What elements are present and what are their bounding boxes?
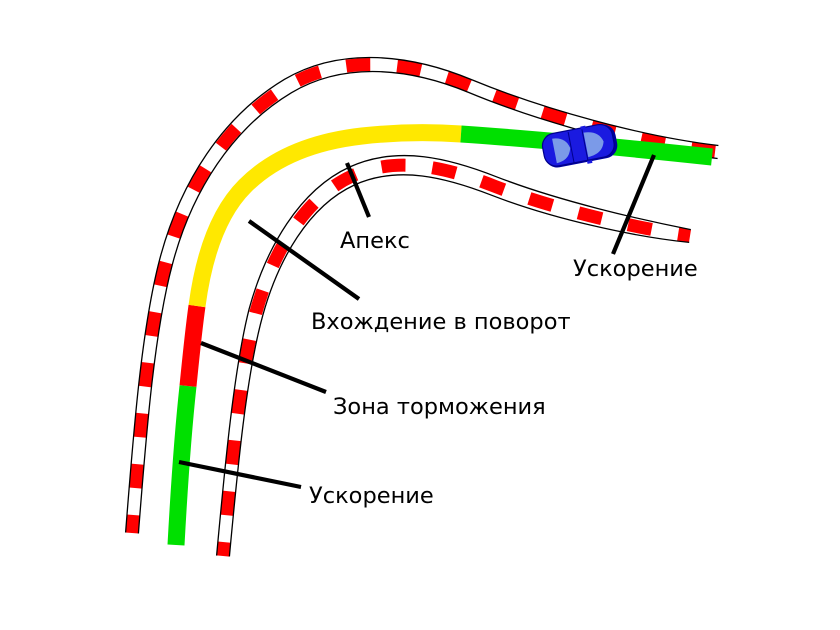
car-windscreen	[583, 132, 604, 158]
racing-line-segment-entry	[188, 124, 462, 308]
race-car	[541, 123, 618, 168]
label-apex: Апекс	[340, 228, 410, 254]
outer-kerb	[124, 56, 719, 534]
acceleration-straight-leader-line	[611, 154, 656, 255]
diagram-labels: Апекс Вхождение в поворот Зона торможени…	[309, 228, 698, 509]
label-corner-entry: Вхождение в поворот	[311, 309, 571, 335]
acceleration-exit-leader-line	[178, 459, 302, 490]
car-roof-seam-front	[581, 129, 589, 161]
label-braking-zone: Зона торможения	[333, 394, 546, 420]
car-roof	[569, 132, 588, 161]
braking-zone-leader-line	[200, 341, 327, 394]
car-mirror-right	[586, 159, 593, 164]
label-acceleration-straight: Ускорение	[573, 256, 698, 282]
leader-lines	[178, 154, 656, 490]
label-acceleration-exit: Ускорение	[309, 483, 434, 509]
car-roof-seam-rear	[567, 131, 575, 164]
racing-line-segment-braking	[179, 304, 206, 387]
car-mirror-left	[580, 125, 586, 130]
car-rear-window	[552, 138, 571, 164]
corner-entry-leader-line	[247, 219, 361, 301]
apex-leader-line	[345, 162, 371, 218]
inner-kerb	[215, 154, 691, 557]
